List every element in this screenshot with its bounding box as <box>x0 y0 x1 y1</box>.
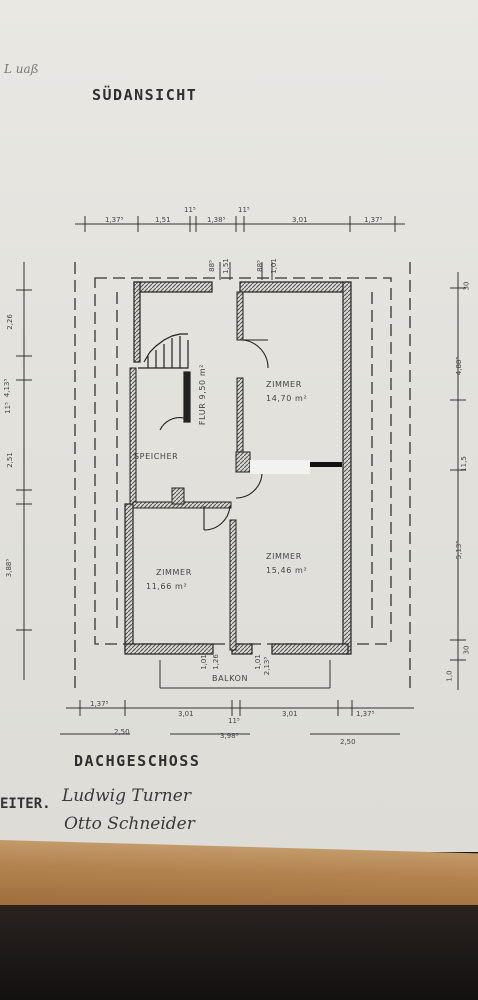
dim-bottom-7: 3,98⁵ <box>220 732 239 740</box>
dim-door-3: 88⁵ <box>255 260 264 272</box>
dim-balkon-1: 1,01 <box>199 654 208 670</box>
signature-2: Otto Schneider <box>64 814 195 834</box>
floor-plan <box>16 216 466 735</box>
dim-top-5: 11⁵ <box>238 206 250 214</box>
dim-right-1: 30 <box>462 281 471 291</box>
floor-title: DACHGESCHOSS <box>74 752 201 770</box>
room-zimmer-sw-area: 11,66 m² <box>146 582 188 591</box>
dim-top-4: 1,38⁵ <box>207 216 226 224</box>
dim-top-2: 1,51 <box>155 216 171 224</box>
dim-door-2: 1,51 <box>221 258 230 274</box>
room-zimmer-sw-name: ZIMMER <box>156 568 192 577</box>
dim-bottom-6: 2,50 <box>114 728 130 736</box>
dim-top-1: 1,37⁵ <box>105 216 124 224</box>
dim-bottom-8: 2,50 <box>340 738 356 746</box>
dim-left-3: 11⁵ <box>3 402 12 414</box>
dimension-lines <box>16 216 466 735</box>
dim-left-2: 4,13⁵ <box>3 378 12 398</box>
wall-opening <box>250 460 310 474</box>
room-zimmer-ne-name: ZIMMER <box>266 380 302 389</box>
dim-top-3: 11⁵ <box>184 206 196 214</box>
room-flur-name: FLUR 9,50 m² <box>198 363 208 426</box>
beam <box>310 462 342 467</box>
dim-bottom-2: 3,01 <box>178 710 194 718</box>
view-title: SÜDANSICHT <box>92 86 198 104</box>
staircase <box>138 333 191 423</box>
dim-bottom-1: 1,37⁵ <box>90 700 109 708</box>
dim-left-1: 2,26 <box>5 314 14 330</box>
dim-right-5: 30 <box>462 645 471 655</box>
dark-background <box>0 905 478 1000</box>
dim-door-4: 1,01 <box>269 258 278 274</box>
leiter-label: EITER. <box>0 796 51 812</box>
margin-scribble: L uaß <box>4 62 39 76</box>
dim-right-2: 4,88⁵ <box>455 356 464 376</box>
dim-top-7: 1,37⁵ <box>364 216 383 224</box>
room-zimmer-se-area: 15,46 m² <box>266 566 308 575</box>
dim-balkon-4: 2,13⁵ <box>263 656 272 676</box>
room-balkon-name: BALKON <box>212 674 249 683</box>
room-zimmer-ne-area: 14,70 m² <box>266 394 308 403</box>
dim-right-4: 5,13⁵ <box>455 540 464 560</box>
dim-left-4: 2,51 <box>5 452 14 468</box>
dim-left-5: 3,88⁵ <box>5 558 14 578</box>
dim-door-1: 88⁵ <box>207 260 216 272</box>
dim-balkon-2: 1,26 <box>211 654 220 670</box>
room-zimmer-se-name: ZIMMER <box>266 552 302 561</box>
blueprint-paper: L uaß SÜDANSICHT <box>0 0 478 852</box>
dim-bottom-3: 11⁵ <box>228 717 240 725</box>
dim-top-6: 3,01 <box>292 216 308 224</box>
room-speicher-name: SPEICHER <box>134 452 179 461</box>
dim-bottom-4: 3,01 <box>282 710 298 718</box>
interior-walls <box>129 291 251 651</box>
dim-right-6: 1,0 <box>445 670 454 682</box>
dim-balkon-3: 1,01 <box>253 654 262 670</box>
door-swings <box>159 339 269 531</box>
dim-right-3: 11,5 <box>459 456 468 472</box>
exterior-walls <box>124 281 352 655</box>
dim-bottom-5: 1,37⁵ <box>356 710 375 718</box>
signature-1: Ludwig Turner <box>62 786 191 806</box>
